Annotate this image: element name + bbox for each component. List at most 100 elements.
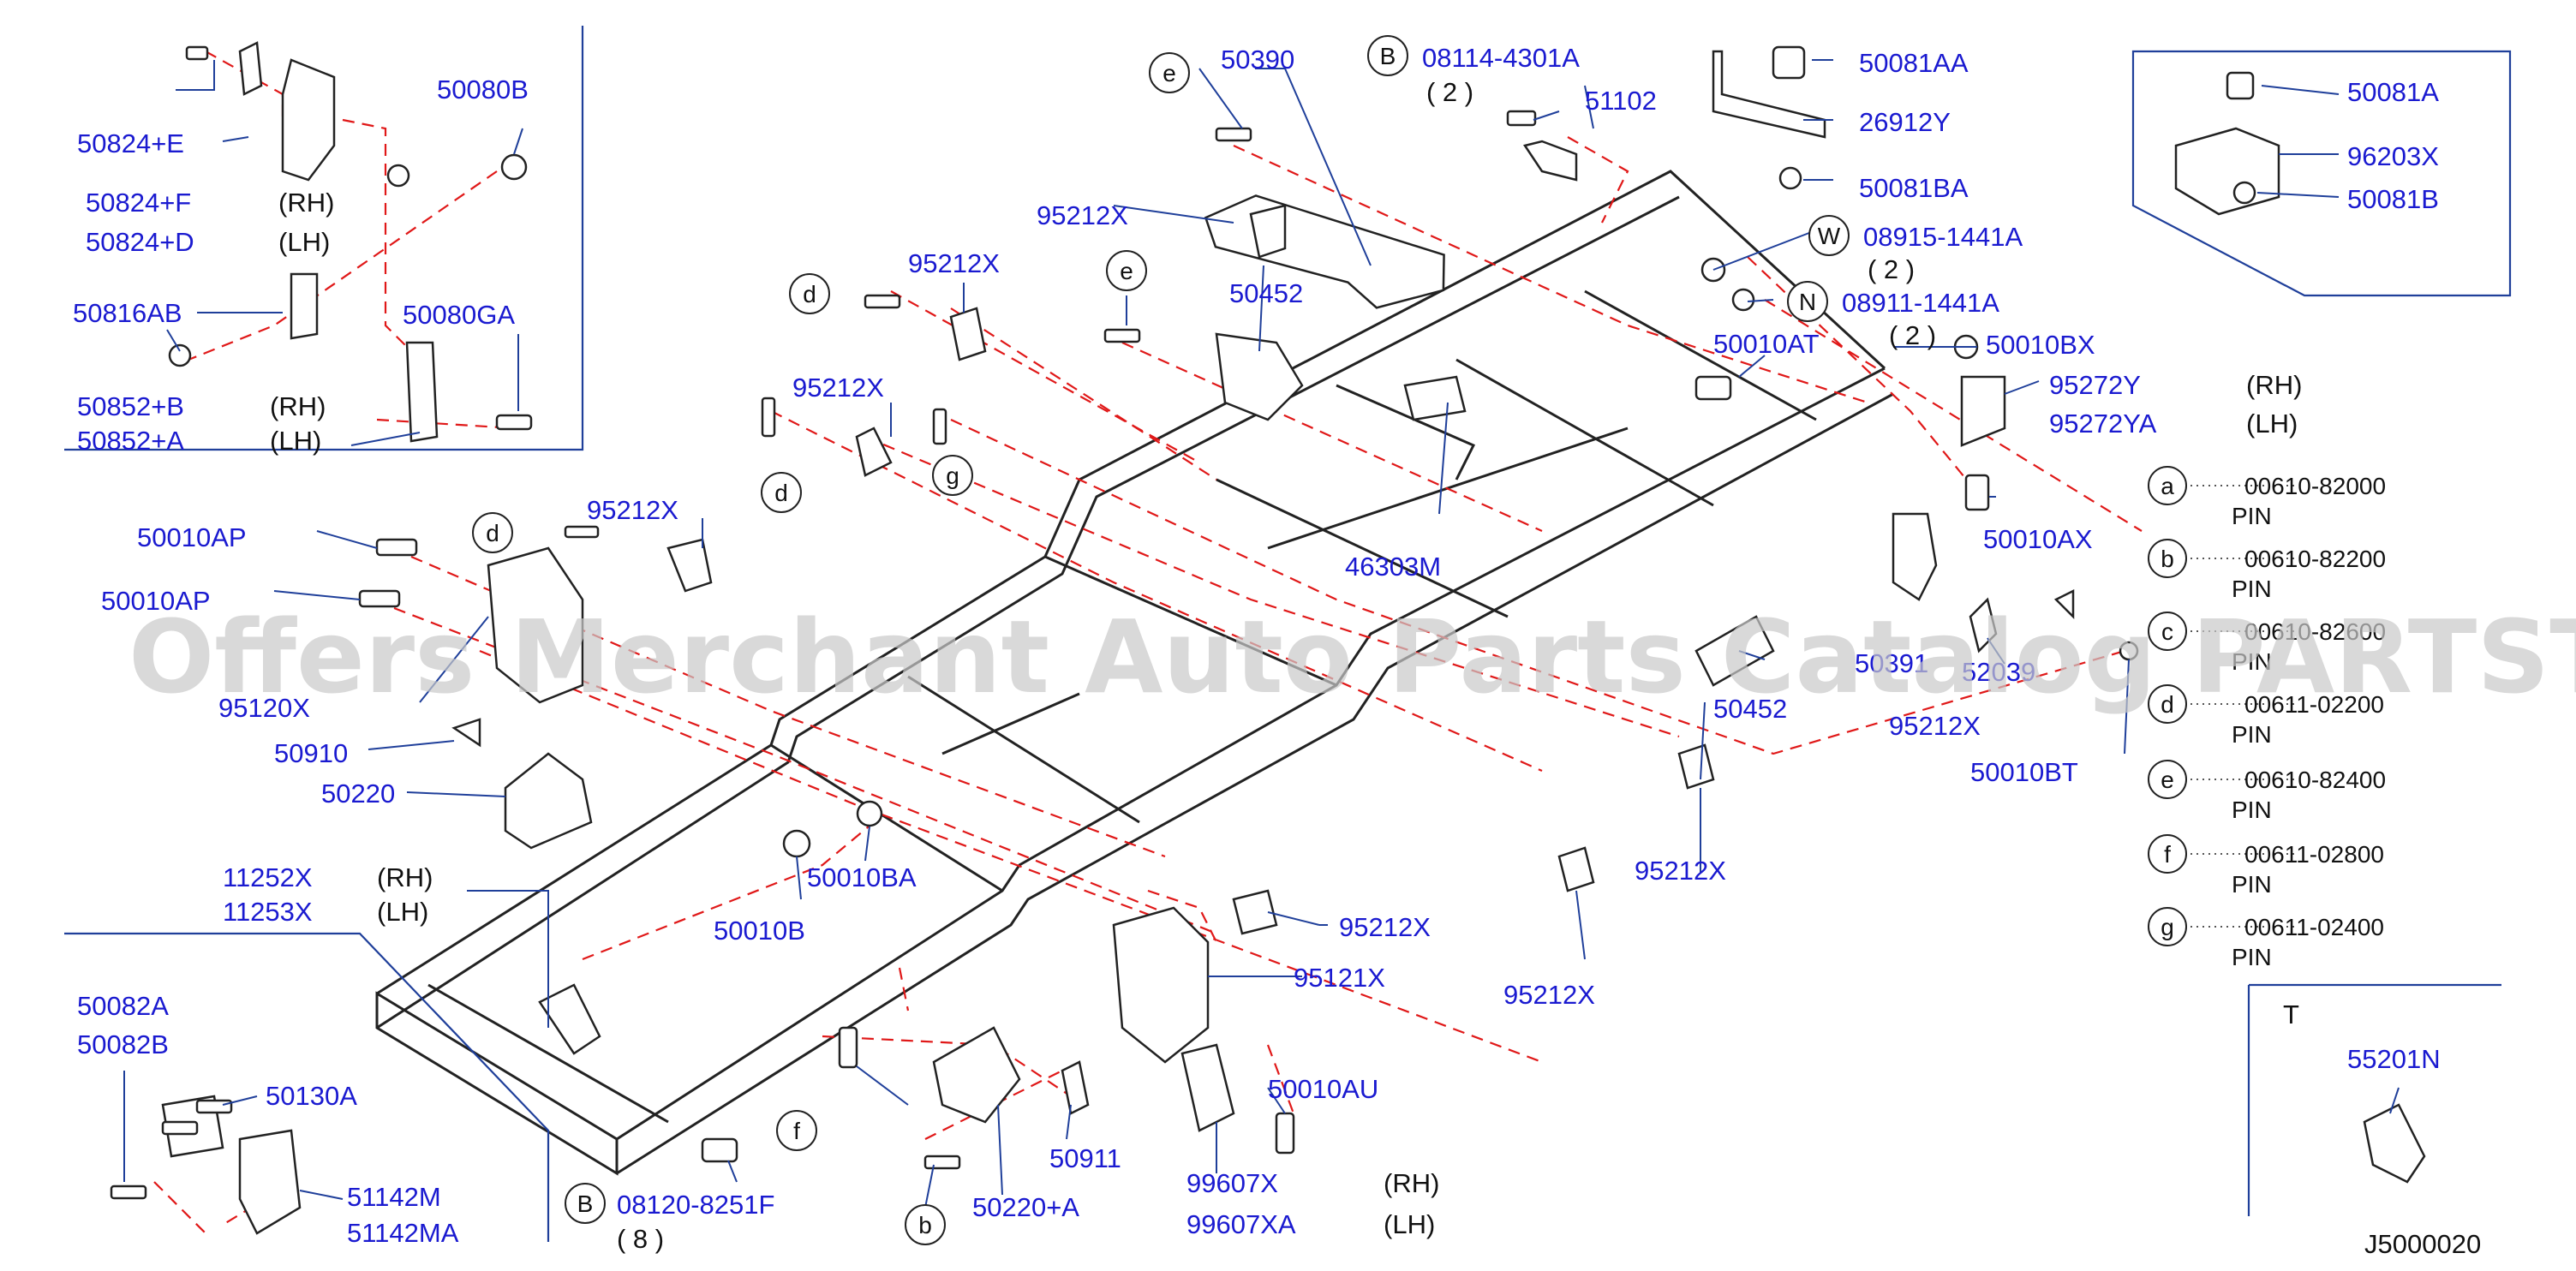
label-51142MA: 51142MA xyxy=(347,1218,459,1248)
label-08911-1441A: 08911-1441A xyxy=(1842,288,1999,318)
svg-text:d: d xyxy=(2161,691,2174,718)
label-50082B: 50082B xyxy=(77,1029,169,1059)
left-labels: 50010AP 50010AP 95212X 95120X 50910 5022… xyxy=(101,495,917,946)
svg-text:00611-02200: 00611-02200 xyxy=(2244,691,2384,718)
label-50010AT: 50010AT xyxy=(1713,329,1820,359)
label-95212X: 95212X xyxy=(792,373,884,403)
svg-text:a: a xyxy=(2161,473,2174,499)
marker-d-top: d xyxy=(789,273,830,314)
svg-text:d: d xyxy=(803,281,816,307)
label-95212X: 95212X xyxy=(1339,912,1431,942)
pin-legend-f: f 00611-02800 PIN xyxy=(2148,834,2384,898)
svg-text:d: d xyxy=(486,520,499,546)
label-95212X: 95212X xyxy=(1037,200,1128,230)
label-50010BA: 50010BA xyxy=(807,862,917,892)
marker-e-top: e xyxy=(1149,52,1190,93)
label-50130A: 50130A xyxy=(266,1081,357,1111)
label-50010AU: 50010AU xyxy=(1268,1074,1378,1104)
label-50010BT: 50010BT xyxy=(1970,757,2078,787)
label-50081BA: 50081BA xyxy=(1859,173,1969,203)
label-50452: 50452 xyxy=(1229,278,1303,308)
label-50220: 50220 xyxy=(321,779,395,809)
label-qty-8: ( 8 ) xyxy=(617,1224,664,1254)
marker-d-left: d xyxy=(472,512,513,553)
label-95212X: 95212X xyxy=(908,248,1000,278)
pin-legend-g: g 00611-02400 PIN xyxy=(2148,907,2384,970)
label-lh: (LH) xyxy=(270,426,321,456)
label-99607XA: 99607XA xyxy=(1186,1209,1296,1239)
svg-text:PIN: PIN xyxy=(2232,503,2272,529)
label-96203X: 96203X xyxy=(2347,141,2439,171)
label-51102: 51102 xyxy=(1585,86,1657,116)
marker-N: N xyxy=(1787,281,1828,322)
label-99607X: 99607X xyxy=(1186,1168,1278,1198)
label-lh: (LH) xyxy=(278,227,330,257)
label-50010BX: 50010BX xyxy=(1986,330,2095,360)
label-95212X: 95212X xyxy=(1635,856,1726,886)
marker-b-bottom: b xyxy=(905,1204,946,1245)
svg-text:e: e xyxy=(2161,767,2174,793)
svg-text:00610-82200: 00610-82200 xyxy=(2244,546,2386,572)
svg-text:00610-82000: 00610-82000 xyxy=(2244,473,2386,499)
label-50010AP: 50010AP xyxy=(101,586,211,616)
label-08114-4301A: 08114-4301A xyxy=(1422,43,1580,73)
pin-legend-c: c 00610-82600 PIN xyxy=(2148,612,2386,675)
label-50816AB: 50816AB xyxy=(73,298,182,328)
diagram-code: J5000020 xyxy=(2364,1229,2481,1259)
label-50081A: 50081A xyxy=(2347,77,2439,107)
label-95272Y: 95272Y xyxy=(2049,370,2141,400)
inset-top-right-labels: 50081A 96203X 50081B xyxy=(2347,77,2439,214)
label-08120-8251F: 08120-8251F xyxy=(617,1190,774,1220)
label-50824D: 50824+D xyxy=(86,227,194,257)
label-50080B: 50080B xyxy=(437,75,529,104)
leader-lines xyxy=(64,26,2512,1242)
marker-W: W xyxy=(1808,215,1850,256)
label-50452: 50452 xyxy=(1713,694,1787,724)
pin-legend-e: e 00610-82400 PIN xyxy=(2148,760,2386,823)
label-rh: (RH) xyxy=(377,862,433,892)
label-50220A: 50220+A xyxy=(972,1192,1079,1222)
svg-text:00611-02800: 00611-02800 xyxy=(2244,841,2384,868)
label-lh: (LH) xyxy=(1384,1209,1435,1239)
parts xyxy=(110,41,2426,1235)
inset-bottom-left-labels: 50082A 50082B 50130A 51142M 51142MA xyxy=(77,991,459,1248)
label-rh: (RH) xyxy=(278,188,334,218)
inset-title: T xyxy=(2283,999,2299,1029)
marker-f: f xyxy=(776,1110,817,1151)
label-95212X: 95212X xyxy=(1503,980,1595,1010)
label-50082A: 50082A xyxy=(77,991,169,1021)
label-50010B: 50010B xyxy=(714,916,805,946)
label-11253X: 11253X xyxy=(223,897,313,927)
label-95272YA: 95272YA xyxy=(2049,409,2157,439)
label-50080GA: 50080GA xyxy=(403,300,515,330)
svg-text:c: c xyxy=(2161,618,2173,645)
label-51142M: 51142M xyxy=(347,1182,441,1212)
svg-text:00610-82600: 00610-82600 xyxy=(2244,618,2386,645)
pin-legend-d: d 00611-02200 PIN xyxy=(2148,684,2384,748)
marker-B-top: B xyxy=(1367,35,1408,76)
svg-text:00610-82400: 00610-82400 xyxy=(2244,767,2386,793)
label-50390: 50390 xyxy=(1221,45,1294,75)
svg-text:g: g xyxy=(946,462,959,489)
svg-text:PIN: PIN xyxy=(2232,797,2272,823)
watermark-text: Offers Merchant Auto Parts Catalog PARTS… xyxy=(129,598,2576,716)
label-rh: (RH) xyxy=(1384,1168,1439,1198)
svg-text:B: B xyxy=(1380,43,1396,69)
label-52039: 52039 xyxy=(1962,657,2035,687)
label-50010AX: 50010AX xyxy=(1983,524,2093,554)
label-55201N: 55201N xyxy=(2347,1044,2441,1074)
label-46303M: 46303M xyxy=(1345,552,1441,582)
label-50911: 50911 xyxy=(1049,1143,1121,1173)
svg-text:e: e xyxy=(1162,60,1176,87)
label-50910: 50910 xyxy=(274,738,348,768)
svg-text:g: g xyxy=(2161,914,2174,940)
inset-bottom-right: T 55201N J5000020 xyxy=(2283,999,2481,1259)
svg-text:f: f xyxy=(2164,841,2171,868)
svg-text:W: W xyxy=(1818,223,1841,249)
marker-d-mid: d xyxy=(761,472,802,513)
top-labels: 50390 08114-4301A ( 2 ) 51102 50081AA 26… xyxy=(792,43,2302,582)
svg-text:PIN: PIN xyxy=(2232,721,2272,748)
inset-top-left-labels: 50824+E 50824+F (RH) 50824+D (LH) 50080B… xyxy=(73,75,529,456)
label-95121X: 95121X xyxy=(1294,963,1385,993)
